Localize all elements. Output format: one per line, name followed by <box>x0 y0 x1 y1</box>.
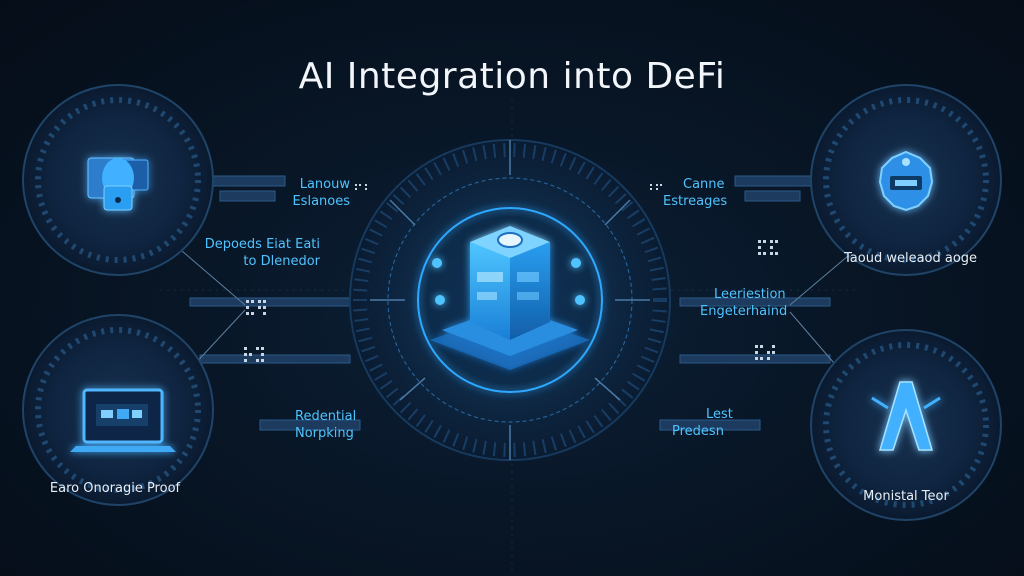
label-mid-left-line2: to Dlenedor <box>243 254 320 269</box>
label-lower-right-line2: Predesn <box>672 424 724 439</box>
dot-glyph-right-upper <box>758 240 778 255</box>
connector-top-right-2 <box>744 190 801 202</box>
page-title: AI Integration into DeFi <box>298 56 726 97</box>
label-top-right: Canne Estreages <box>663 176 783 210</box>
label-mid-right-line1: Leeriestion <box>714 287 786 302</box>
label-top-left-line2: Eslanoes <box>292 194 350 209</box>
hub-spokes <box>370 140 650 460</box>
connector-mid-left-2 <box>199 354 351 364</box>
connector-mid-right <box>679 297 831 307</box>
label-lower-left: Redential Norpking <box>295 408 415 442</box>
label-top-left-line1: Lanouw <box>299 177 350 192</box>
label-top-right-line1: Canne <box>683 177 725 192</box>
connector-bars <box>189 175 831 431</box>
label-top-left: Lanouw Eslanoes <box>230 176 350 210</box>
label-lower-right: Lest Predesn <box>672 406 762 440</box>
label-mid-right: Leeriestion Engeterhaind <box>700 286 840 320</box>
connector-lower-left <box>259 419 361 431</box>
node-bottom-right <box>810 329 1002 521</box>
dot-glyph-right-lower <box>755 345 775 360</box>
label-mid-left: Depoeds Eiat Eati to Dlenedor <box>160 236 320 270</box>
connector-mid-left <box>189 297 351 307</box>
gear-cog-icon <box>878 150 934 212</box>
connector-top-left-2 <box>219 190 276 202</box>
database-phone-icon <box>87 157 149 211</box>
dot-glyph-left-lower <box>244 347 264 362</box>
label-mid-right-line2: Engeterhaind <box>700 304 788 319</box>
label-node-bottom-left: Earo Onoragie Proof <box>49 481 181 496</box>
connector-lower-right <box>659 419 761 431</box>
label-node-bottom-right: Monistal Teor <box>863 489 949 504</box>
node-top-left <box>22 84 214 276</box>
label-lower-left-line1: Redential <box>295 409 357 424</box>
label-node-top-right: Taoud weleaod aoge <box>844 251 978 266</box>
label-top-right-line2: Estreages <box>663 194 728 209</box>
dot-glyph-left-upper <box>246 300 266 315</box>
laptop-icon <box>70 388 176 452</box>
dot-glyph-small-tr <box>650 184 662 190</box>
ai-server-cube-icon <box>430 226 590 370</box>
node-bottom-left <box>22 314 214 506</box>
leader-lines <box>174 244 856 381</box>
label-lower-left-line2: Norpking <box>295 426 354 441</box>
dot-glyph-small-tl <box>355 184 367 190</box>
letter-a-logo-icon <box>871 381 941 451</box>
node-top-right <box>810 84 1002 276</box>
label-mid-left-line1: Depoeds Eiat Eati <box>204 237 320 252</box>
dot-glyphs <box>244 184 778 362</box>
label-lower-right-line1: Lest <box>706 407 733 422</box>
hub-nodes <box>432 258 585 305</box>
center-hub <box>349 139 671 461</box>
